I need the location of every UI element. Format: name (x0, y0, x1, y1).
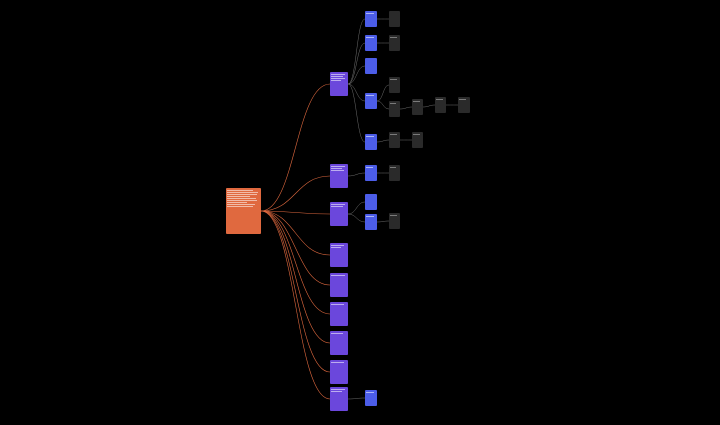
detail-link (399, 106, 413, 110)
topic-link (347, 18, 366, 85)
detail-node[interactable] (412, 132, 423, 148)
topic-link (347, 397, 366, 400)
topic-node[interactable] (330, 164, 348, 188)
root-link (260, 210, 331, 315)
topic-node[interactable] (330, 331, 348, 355)
root-link (260, 210, 331, 286)
subtopic-node[interactable] (365, 58, 377, 74)
topic-node[interactable] (330, 243, 348, 267)
topic-link (347, 83, 366, 143)
subtopic-node[interactable] (365, 165, 377, 181)
detail-node[interactable] (389, 165, 400, 181)
topic-link (347, 65, 366, 85)
subtopic-node[interactable] (365, 390, 377, 406)
subtopic-node[interactable] (365, 194, 377, 210)
root-link (260, 210, 331, 373)
detail-node[interactable] (389, 35, 400, 51)
root-link (260, 210, 331, 215)
root-link (260, 210, 331, 256)
root-link (260, 175, 331, 212)
topic-node[interactable] (330, 360, 348, 384)
detail-link (376, 100, 390, 110)
root-link (260, 83, 331, 212)
detail-link (376, 139, 390, 143)
detail-node[interactable] (389, 132, 400, 148)
detail-node[interactable] (389, 213, 400, 229)
detail-link (376, 84, 390, 102)
detail-node[interactable] (389, 77, 400, 93)
subtopic-node[interactable] (365, 35, 377, 51)
topic-link (347, 42, 366, 85)
root-link (260, 210, 331, 344)
detail-node[interactable] (458, 97, 470, 113)
root-link (260, 210, 331, 400)
root-node[interactable] (226, 188, 261, 234)
topic-node[interactable] (330, 302, 348, 326)
subtopic-node[interactable] (365, 93, 377, 109)
detail-node[interactable] (412, 99, 423, 115)
topic-node[interactable] (330, 273, 348, 297)
detail-node[interactable] (389, 101, 400, 117)
topic-link (347, 83, 366, 102)
detail-link (376, 220, 390, 223)
detail-node[interactable] (435, 97, 446, 113)
topic-link (347, 213, 366, 223)
subtopic-node[interactable] (365, 214, 377, 230)
topic-link (347, 172, 366, 177)
topic-node[interactable] (330, 202, 348, 226)
detail-node[interactable] (389, 11, 400, 27)
subtopic-node[interactable] (365, 11, 377, 27)
topic-link (347, 201, 366, 215)
topic-node[interactable] (330, 387, 348, 411)
topic-node[interactable] (330, 72, 348, 96)
detail-link (422, 104, 436, 108)
subtopic-node[interactable] (365, 134, 377, 150)
